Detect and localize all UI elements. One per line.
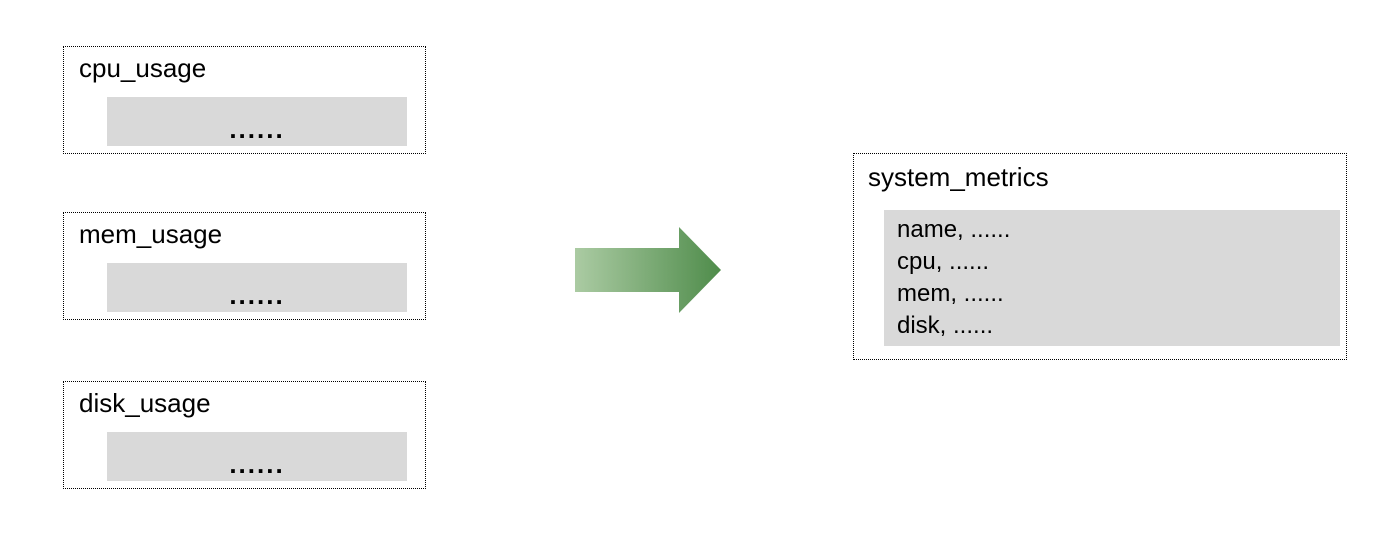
table-box-system-metrics: system_metrics name, ...... cpu, ...... … <box>853 153 1347 360</box>
table-title: disk_usage <box>79 388 211 418</box>
merge-arrow-icon <box>575 227 721 313</box>
table-rows-panel: ...... <box>107 432 407 481</box>
table-title: mem_usage <box>79 219 223 249</box>
table-box-cpu-usage: cpu_usage ...... <box>63 46 426 154</box>
table-rows-panel: ...... <box>107 97 407 146</box>
table-field-row: mem, ...... <box>897 280 1004 307</box>
table-field-row: disk, ...... <box>897 312 994 339</box>
ellipsis-placeholder: ...... <box>229 448 285 479</box>
table-rows-panel: ...... <box>107 263 407 312</box>
table-box-mem-usage: mem_usage ...... <box>63 212 426 320</box>
table-title: system_metrics <box>868 162 1049 192</box>
table-field-row: name, ...... <box>897 216 1011 243</box>
ellipsis-placeholder: ...... <box>229 113 285 144</box>
table-rows-panel: name, ...... cpu, ...... mem, ...... dis… <box>884 210 1340 346</box>
table-box-disk-usage: disk_usage ...... <box>63 381 426 489</box>
table-title: cpu_usage <box>79 53 207 83</box>
ellipsis-placeholder: ...... <box>229 279 285 310</box>
table-field-row: cpu, ...... <box>897 248 990 275</box>
